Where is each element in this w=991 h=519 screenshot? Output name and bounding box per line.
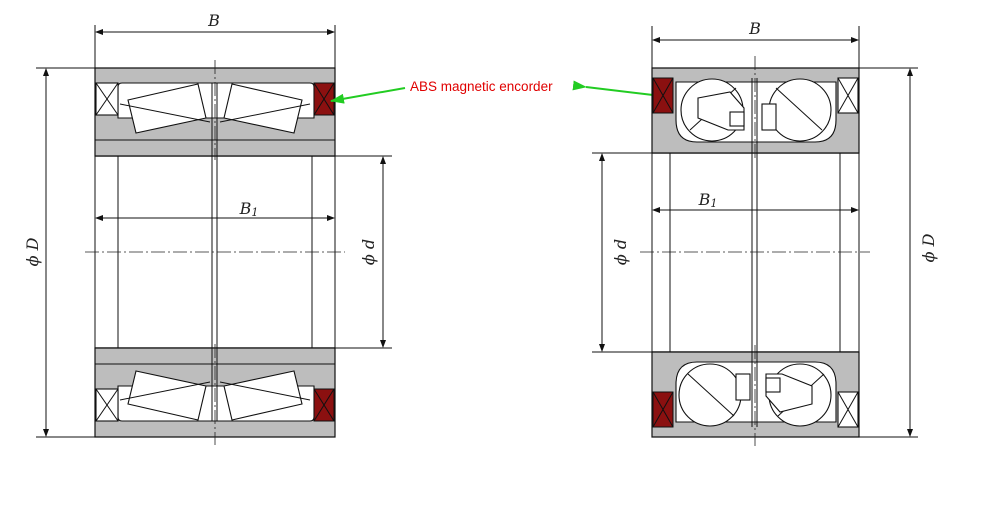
arrow-to-right-encoder	[572, 80, 654, 96]
label-phi-d-outer-right: ϕ D	[919, 233, 938, 262]
outer-diameter-dimension-right: ϕ D	[859, 67, 938, 438]
width-b1-dimension-right: B1	[652, 190, 859, 213]
label-b1-right: B1	[698, 190, 718, 210]
width-b-dimension-right: B	[651, 19, 860, 68]
abs-encoder-annotation: ABS magnetic encorder	[330, 79, 654, 104]
top-section	[94, 60, 336, 160]
label-phi-d-bore: ϕ d	[359, 239, 378, 265]
label-b: B	[207, 11, 220, 30]
top-section-right	[651, 56, 860, 160]
arrow-to-left-encoder	[330, 87, 406, 104]
bottom-section	[94, 344, 336, 445]
tapered-roller-bearing-drawing: B ϕ D ϕ d B1	[23, 11, 392, 445]
label-phi-d-outer: ϕ D	[23, 237, 42, 266]
bore-diameter-dimension: ϕ d	[335, 155, 392, 349]
bottom-section-right	[651, 345, 860, 446]
bore-diameter-dimension-right: ϕ d	[592, 152, 652, 353]
ball-bearing-drawing: B ϕ D ϕ d B1	[592, 19, 938, 446]
label-phi-d-bore-right: ϕ d	[611, 239, 630, 265]
abs-encoder-label: ABS magnetic encorder	[410, 79, 553, 94]
label-b-right: B	[748, 19, 761, 38]
width-b-dimension: B	[94, 11, 336, 68]
width-b1-dimension: B1	[95, 199, 335, 221]
label-b1: B1	[239, 199, 259, 219]
outer-diameter-dimension: ϕ D	[23, 67, 95, 438]
